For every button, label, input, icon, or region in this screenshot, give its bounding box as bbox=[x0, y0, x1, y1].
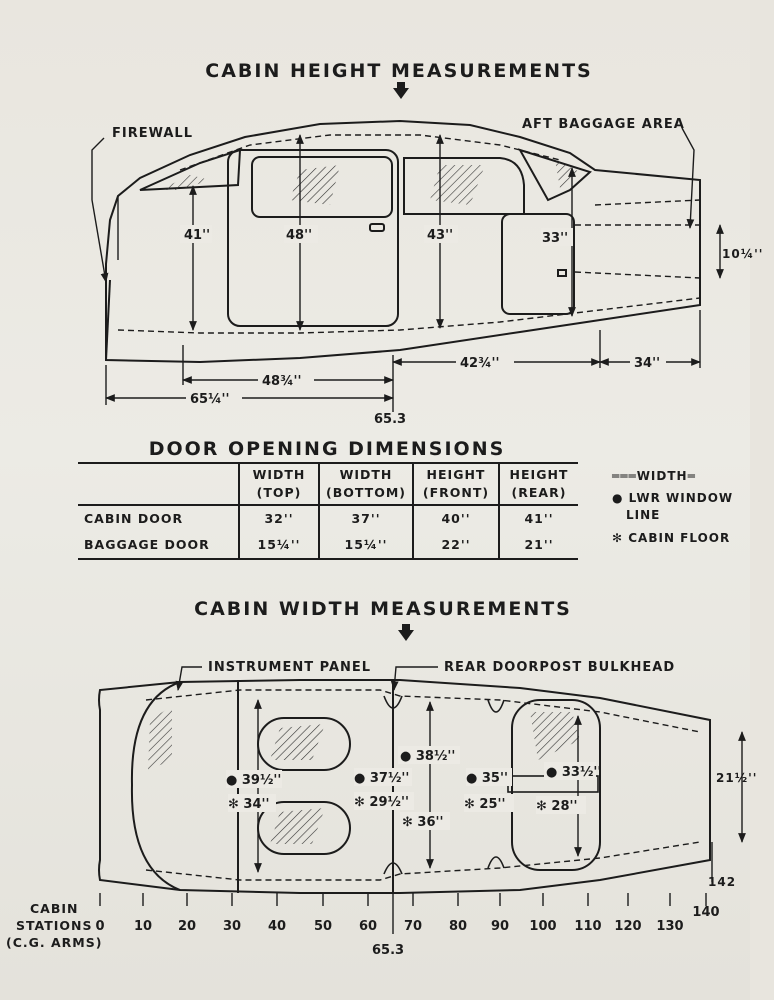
station-tick-label: 80 bbox=[449, 919, 467, 934]
rear-doorpost-label: REAR DOORPOST BULKHEAD bbox=[444, 660, 675, 675]
table-header-row: WIDTH(TOP) WIDTH(BOTTOM) HEIGHT(FRONT) H… bbox=[78, 463, 578, 505]
table-header: HEIGHT(REAR) bbox=[498, 463, 578, 505]
stations-label: CABIN STATIONS (C.G. ARMS) bbox=[6, 901, 103, 950]
station-tick-label: 30 bbox=[223, 919, 241, 934]
station-tick-label: 130 bbox=[656, 919, 683, 934]
svg-text:● 35'': ● 35'' bbox=[466, 771, 508, 786]
table-cell: 15¼'' bbox=[238, 532, 319, 559]
width-dimensions bbox=[254, 699, 746, 934]
svg-text:● 38½'': ● 38½'' bbox=[400, 749, 455, 764]
table-cell: BAGGAGE DOOR bbox=[84, 537, 210, 552]
svg-text:65.3: 65.3 bbox=[374, 412, 406, 427]
width-labels: ● 39½'' ✻ 34'' ● 37½'' ✻ 29½'' ● 38½'' ✻… bbox=[226, 746, 757, 958]
svg-text:34'': 34'' bbox=[634, 356, 660, 371]
station-tick-label: 50 bbox=[314, 919, 332, 934]
legend-lwr-window-line: LINE bbox=[626, 508, 661, 522]
door-opening-table: WIDTH(TOP) WIDTH(BOTTOM) HEIGHT(FRONT) H… bbox=[78, 462, 578, 560]
svg-text:● 33½'': ● 33½'' bbox=[546, 765, 601, 780]
table-cell: 32'' bbox=[238, 505, 319, 532]
svg-text:✻ 28'': ✻ 28'' bbox=[536, 799, 577, 814]
table-cell: 22'' bbox=[412, 532, 499, 559]
instrument-panel-label: INSTRUMENT PANEL bbox=[208, 660, 371, 675]
table-cell: 21'' bbox=[498, 532, 578, 559]
svg-text:65.3: 65.3 bbox=[372, 943, 404, 958]
door-opening-title: DOOR OPENING DIMENSIONS bbox=[148, 438, 506, 460]
table-header: WIDTH(BOTTOM) bbox=[318, 463, 413, 505]
cabin-width-title: CABIN WIDTH MEASUREMENTS bbox=[194, 598, 572, 620]
down-arrow-icon bbox=[398, 624, 414, 641]
svg-text:● 39½'': ● 39½'' bbox=[226, 773, 281, 788]
top-view-fuselage bbox=[98, 679, 711, 894]
table-cell: CABIN DOOR bbox=[84, 511, 184, 526]
table-cell: 40'' bbox=[412, 505, 499, 532]
svg-text:42¾'': 42¾'' bbox=[460, 356, 500, 371]
station-tick-label: 10 bbox=[134, 919, 152, 934]
station-scale bbox=[99, 893, 707, 906]
station-tick-label: 60 bbox=[359, 919, 377, 934]
station-tick-label: 70 bbox=[404, 919, 422, 934]
svg-text:✻ 29½'': ✻ 29½'' bbox=[354, 795, 409, 810]
svg-text:142: 142 bbox=[708, 875, 736, 889]
station-tick-label: 100 bbox=[529, 919, 556, 934]
firewall-label: FIREWALL bbox=[112, 126, 193, 141]
cabin-height-title: CABIN HEIGHT MEASUREMENTS bbox=[205, 60, 593, 82]
station-tick-label: 90 bbox=[491, 919, 509, 934]
table-header: WIDTH(TOP) bbox=[238, 463, 319, 505]
height-labels: 41'' 48'' 43'' 33'' 10¼'' bbox=[180, 225, 763, 261]
down-arrow-icon bbox=[393, 82, 409, 99]
table-row: CABIN DOOR 32'' 37'' 40'' 41'' bbox=[78, 505, 578, 532]
table-header: HEIGHT(FRONT) bbox=[412, 463, 499, 505]
svg-text:43'': 43'' bbox=[427, 228, 453, 243]
table-cell: 41'' bbox=[498, 505, 578, 532]
svg-text:✻ 25'': ✻ 25'' bbox=[464, 797, 505, 812]
svg-text:✻ 34'': ✻ 34'' bbox=[228, 797, 269, 812]
station-tick-labels: 0 10 20 30 40 50 60 70 80 90 100 110 120… bbox=[95, 905, 719, 934]
table-cell: 37'' bbox=[318, 505, 413, 532]
legend-lwr-window: ● LWR WINDOW bbox=[612, 491, 734, 505]
diagram-canvas: 41'' 48'' 43'' 33'' 10¼'' FIREWALL AFT B… bbox=[91, 82, 762, 958]
svg-text:21½'': 21½'' bbox=[716, 771, 757, 785]
aft-baggage-label: AFT BAGGAGE AREA bbox=[522, 117, 685, 132]
top-view-hatching bbox=[148, 706, 580, 844]
station-tick-label: 120 bbox=[614, 919, 641, 934]
side-view-fuselage bbox=[105, 119, 701, 364]
legend: ═══WIDTH═ ● LWR WINDOW LINE ✻ CABIN FLOO… bbox=[612, 468, 733, 547]
legend-width: ═══WIDTH═ bbox=[612, 469, 696, 483]
svg-text:10¼'': 10¼'' bbox=[722, 247, 763, 261]
table-cell: 15¼'' bbox=[318, 532, 413, 559]
svg-text:48'': 48'' bbox=[286, 228, 312, 243]
svg-text:✻ 36'': ✻ 36'' bbox=[402, 815, 443, 830]
table-header bbox=[78, 463, 239, 505]
svg-text:33'': 33'' bbox=[542, 231, 568, 246]
legend-cabin-floor: ✻ CABIN FLOOR bbox=[612, 531, 731, 545]
svg-text:41'': 41'' bbox=[184, 228, 210, 243]
station-tick-label: 140 bbox=[692, 905, 719, 920]
length-labels: 48¾'' 65¼'' 42¾'' 34'' 65.3 bbox=[186, 353, 666, 427]
table-row: BAGGAGE DOOR 15¼'' 15¼'' 22'' 21'' bbox=[78, 532, 578, 559]
svg-text:65¼'': 65¼'' bbox=[190, 392, 230, 407]
svg-text:48¾'': 48¾'' bbox=[262, 374, 302, 389]
svg-text:● 37½'': ● 37½'' bbox=[354, 771, 409, 786]
station-tick-label: 20 bbox=[178, 919, 196, 934]
station-tick-label: 0 bbox=[95, 919, 104, 934]
station-tick-label: 40 bbox=[268, 919, 286, 934]
station-tick-label: 110 bbox=[574, 919, 601, 934]
